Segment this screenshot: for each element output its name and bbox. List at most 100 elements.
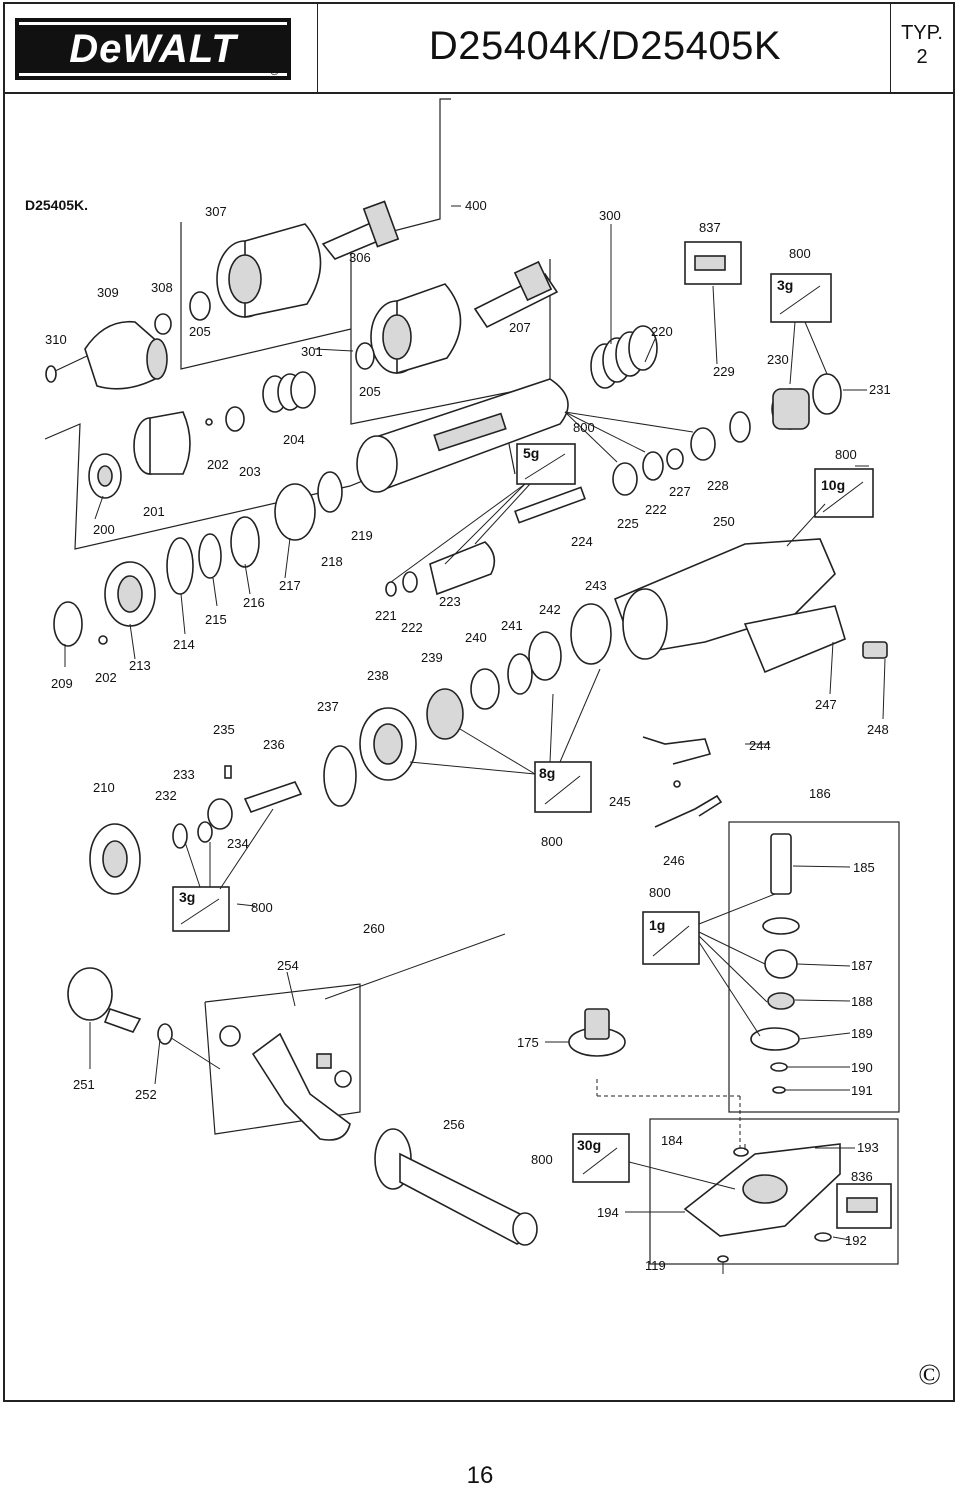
label-217: 217: [279, 578, 301, 593]
gear-239: [426, 688, 464, 740]
screw-310: [45, 355, 88, 383]
adapter-207: [473, 260, 559, 329]
gear-223: [429, 541, 496, 596]
gearcase-194: [683, 1143, 841, 1237]
label-1g: 1g: [649, 917, 665, 933]
label-203: 203: [239, 464, 261, 479]
clutch-238: [359, 707, 417, 781]
label-229: 229: [713, 364, 735, 379]
ring-222: [642, 451, 664, 481]
circlip-214: [166, 537, 194, 595]
label-220: 220: [651, 324, 673, 339]
ring-242: [528, 631, 562, 681]
gasket-247: [743, 605, 846, 674]
dewalt-logo: DeWALT: [15, 18, 291, 80]
label-218: 218: [321, 554, 343, 569]
screw-119: [717, 1255, 729, 1274]
gear-189: [750, 1027, 800, 1051]
part-labels: D25405K. 307 400 300 837 800 306 309 308…: [25, 197, 891, 1273]
ring-227: [666, 448, 684, 470]
type-label: TYP.: [901, 22, 943, 44]
lube-boxes: [172, 241, 892, 1229]
label-5g: 5g: [523, 445, 539, 461]
label-244: 244: [749, 738, 771, 753]
bearing-185: [762, 917, 800, 935]
lube-box-5g: [516, 443, 576, 485]
label-192: 192: [845, 1233, 867, 1248]
label-800d: 800: [541, 834, 563, 849]
type-cell: TYP. 2: [890, 4, 953, 92]
clip-215: [198, 533, 222, 579]
ring-192: [814, 1232, 832, 1242]
nut-round: [334, 1070, 352, 1088]
ring-240: [470, 668, 500, 710]
label-190: 190: [851, 1060, 873, 1075]
lube-box-10g: [814, 468, 874, 518]
label-260: 260: [363, 921, 385, 936]
label-241: 241: [501, 618, 523, 633]
label-309: 309: [97, 285, 119, 300]
label-10g: 10g: [821, 477, 845, 493]
model-title: D25404K/D25405K: [428, 24, 782, 68]
plug-248: [862, 641, 888, 659]
bushing-188: [767, 992, 795, 1010]
rod-260: [324, 933, 506, 1000]
bracket-254: [219, 1025, 352, 1141]
label-246: 246: [663, 853, 685, 868]
type-number: 2: [916, 46, 928, 68]
ring-222b: [402, 571, 418, 593]
striker-224: [514, 486, 586, 524]
label-224: 224: [571, 534, 593, 549]
label-227: 227: [669, 484, 691, 499]
brand-name: DeWALT: [69, 27, 237, 71]
clamp-251: [67, 967, 142, 1033]
label-238: 238: [367, 668, 389, 683]
label-175: 175: [517, 1035, 539, 1050]
seal-213: [104, 561, 156, 627]
label-310: 310: [45, 332, 67, 347]
label-215: 215: [205, 612, 227, 627]
kit-837-part: [694, 255, 726, 271]
label-186: 186: [809, 786, 831, 801]
ring-308: [154, 313, 172, 335]
label-243: 243: [585, 578, 607, 593]
label-233: 233: [173, 767, 195, 782]
label-30g: 30g: [577, 1137, 601, 1153]
label-800c: 800: [835, 447, 857, 462]
label-216: 216: [243, 595, 265, 610]
label-306: 306: [349, 250, 371, 265]
ring-221: [385, 581, 397, 597]
arrows: [184, 285, 828, 1190]
label-207: 207: [509, 320, 531, 335]
lube-box-3g-top: [770, 273, 832, 323]
seal-210: [89, 823, 141, 895]
ring-228: [690, 427, 716, 461]
label-225: 225: [617, 516, 639, 531]
label-230: 230: [767, 352, 789, 367]
washer-184: [733, 1147, 749, 1157]
ring-204c: [290, 371, 316, 409]
label-210: 210: [93, 780, 115, 795]
nut-square: [316, 1053, 332, 1069]
pin-235: [224, 765, 232, 779]
lever-236: [243, 781, 303, 814]
label-201: 201: [143, 504, 165, 519]
label-800g: 800: [531, 1152, 553, 1167]
label-300: 300: [599, 208, 621, 223]
ring-205a: [189, 291, 211, 321]
ring-205b: [355, 342, 375, 370]
lube-box-8g: [534, 761, 592, 813]
label-239: 239: [421, 650, 443, 665]
label-234: 234: [227, 836, 249, 851]
lube-box-30g: [572, 1133, 630, 1183]
label-205b: 205: [359, 384, 381, 399]
label-836: 836: [851, 1169, 873, 1184]
page-number: 16: [466, 1462, 494, 1489]
bearing-217: [274, 483, 316, 541]
lever-244: [642, 736, 712, 765]
barrel-219: [356, 378, 569, 493]
label-214: 214: [173, 637, 195, 652]
keyless-chuck-309: [84, 320, 168, 390]
label-242: 242: [539, 602, 561, 617]
label-209: 209: [51, 676, 73, 691]
